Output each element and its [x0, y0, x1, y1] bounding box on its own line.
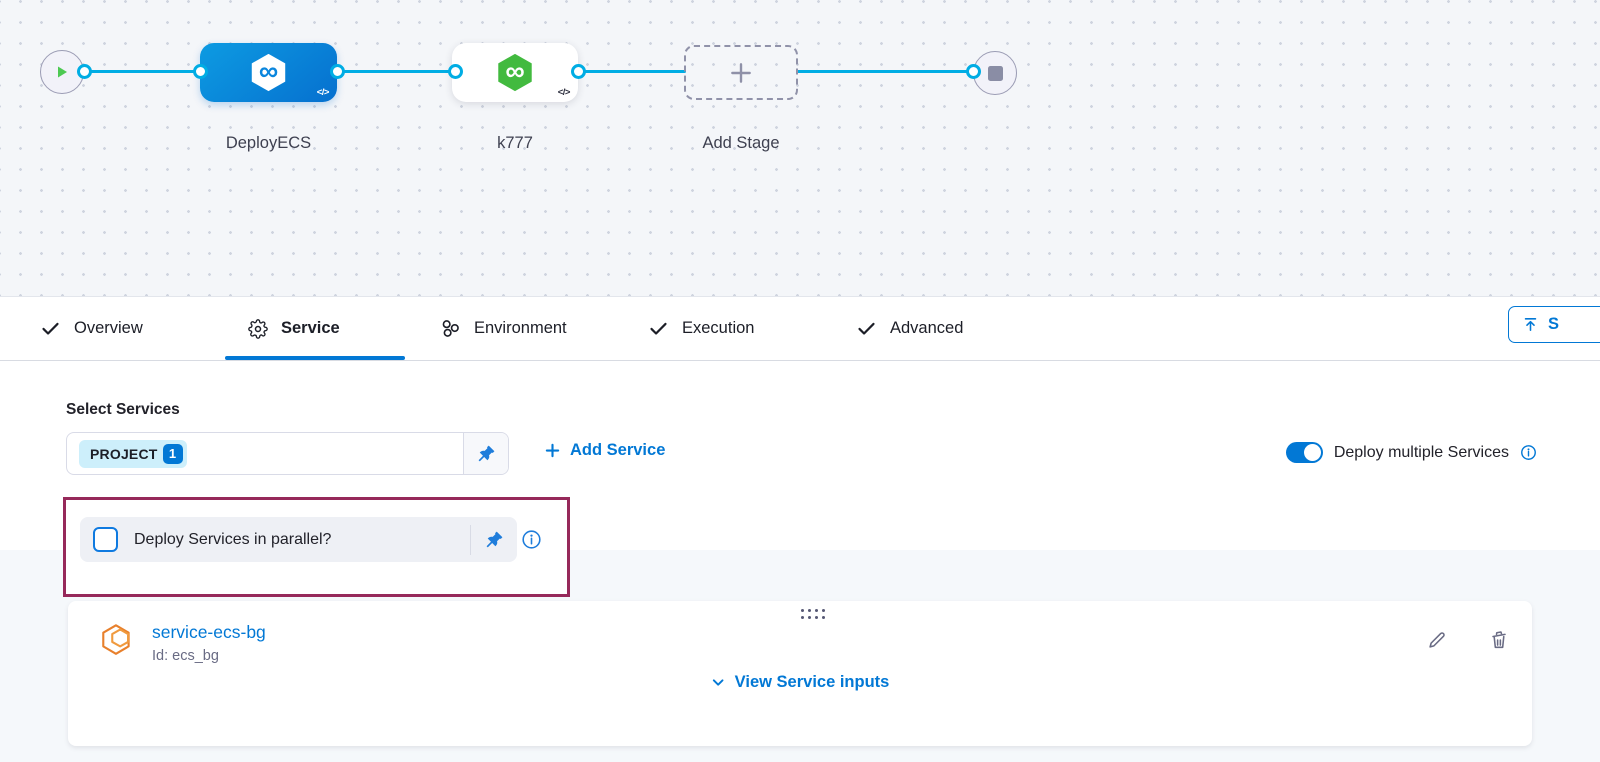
project-scope-chip[interactable]: PROJECT 1: [79, 439, 187, 468]
tab-overview[interactable]: Overview: [40, 297, 143, 360]
harness-logo-icon: ∞: [498, 53, 532, 92]
chevron-down-icon: [712, 679, 724, 686]
view-service-inputs-link[interactable]: View Service inputs: [711, 673, 890, 692]
delete-icon[interactable]: [1488, 629, 1510, 651]
pin-icon: [478, 445, 494, 462]
stage-node-deployecs[interactable]: ∞ </>: [200, 43, 337, 102]
select-services-label: Select Services: [66, 401, 180, 418]
gear-icon: [248, 318, 268, 339]
tab-execution[interactable]: Execution: [648, 297, 754, 360]
connector-port: [571, 64, 586, 79]
tab-environment[interactable]: Environment: [440, 297, 567, 360]
deploy-parallel-label: Deploy Services in parallel?: [134, 530, 332, 548]
stop-icon: [987, 65, 1003, 81]
service-card-actions: [1426, 629, 1510, 651]
project-chip-label: PROJECT: [90, 445, 158, 462]
info-icon[interactable]: [1520, 444, 1537, 461]
save-button-label: S: [1548, 315, 1560, 333]
view-service-inputs-label: View Service inputs: [734, 673, 890, 691]
check-icon: [42, 322, 59, 335]
connector-port: [966, 64, 981, 79]
deploy-multiple-label: Deploy multiple Services: [1333, 443, 1509, 461]
service-id-text: Id: ecs_bg: [152, 648, 219, 664]
add-service-label: Add Service: [570, 441, 666, 459]
check-icon: [858, 322, 875, 335]
info-icon[interactable]: [521, 529, 542, 555]
connector-line: [84, 70, 200, 73]
deploy-parallel-checkbox[interactable]: [93, 527, 118, 552]
code-view-badge: </>: [557, 87, 571, 98]
play-icon: [58, 66, 67, 78]
harness-logo-icon: ∞: [251, 53, 286, 92]
pin-input-type-button[interactable]: [463, 433, 508, 474]
deploy-multiple-toggle[interactable]: [1285, 442, 1323, 463]
deploy-parallel-field: Deploy Services in parallel?: [80, 517, 517, 562]
stage-label-k777: k777: [497, 134, 533, 152]
tab-service-label: Service: [281, 319, 340, 337]
stage-label-deployecs: DeployECS: [225, 134, 312, 152]
tab-advanced-label: Advanced: [890, 319, 964, 337]
annotation-highlight-box: Deploy Services in parallel?: [63, 497, 570, 597]
toggle-knob: [1303, 444, 1321, 461]
add-stage-label: Add Stage: [702, 134, 780, 152]
service-tab-panel: Select Services PROJECT 1 Add Service De…: [0, 361, 1600, 762]
field-divider: [470, 524, 471, 555]
pin-input-type-button[interactable]: [471, 517, 517, 562]
pipeline-canvas: ∞ </> ∞ </> DeployECS k777 Add Stage: [0, 0, 1600, 297]
deploy-multiple-row: Deploy multiple Services: [1285, 442, 1537, 463]
connector-line: [578, 70, 686, 73]
service-name-link[interactable]: service-ecs-bg: [152, 622, 266, 642]
service-icon: [98, 620, 136, 663]
connector-port: [77, 64, 92, 79]
environment-icon: [442, 320, 459, 337]
tab-advanced[interactable]: Advanced: [856, 297, 963, 360]
check-icon: [650, 322, 667, 335]
add-stage-button[interactable]: [684, 45, 798, 100]
tab-overview-label: Overview: [74, 319, 143, 337]
info-icon: [522, 530, 541, 549]
tab-environment-label: Environment: [474, 319, 567, 337]
connector-port: [193, 64, 208, 79]
pin-icon: [486, 531, 502, 548]
stage-node-k777[interactable]: ∞ </>: [452, 43, 578, 102]
plus-icon: [731, 62, 751, 83]
plus-icon: [545, 443, 560, 458]
stage-config-tabbar: Overview Service Environment Execution A…: [0, 297, 1600, 361]
connector-port: [448, 64, 463, 79]
connector-line: [337, 70, 455, 73]
tab-execution-label: Execution: [682, 319, 755, 337]
project-chip-count-badge: 1: [162, 443, 183, 464]
connector-port: [330, 64, 345, 79]
service-card: service-ecs-bg Id: ecs_bg View Service i…: [68, 601, 1532, 746]
pipeline-start-node: [40, 50, 84, 94]
active-tab-underline: [225, 356, 405, 360]
select-services-input[interactable]: PROJECT 1: [66, 432, 509, 475]
drag-handle[interactable]: [801, 609, 825, 619]
code-view-badge: </>: [316, 87, 330, 98]
add-service-button[interactable]: Add Service: [544, 441, 665, 460]
upload-icon: [1524, 318, 1537, 331]
tab-service[interactable]: Service: [248, 297, 340, 360]
connector-line: [796, 70, 973, 73]
save-button[interactable]: S: [1508, 306, 1600, 343]
edit-icon[interactable]: [1426, 629, 1448, 651]
